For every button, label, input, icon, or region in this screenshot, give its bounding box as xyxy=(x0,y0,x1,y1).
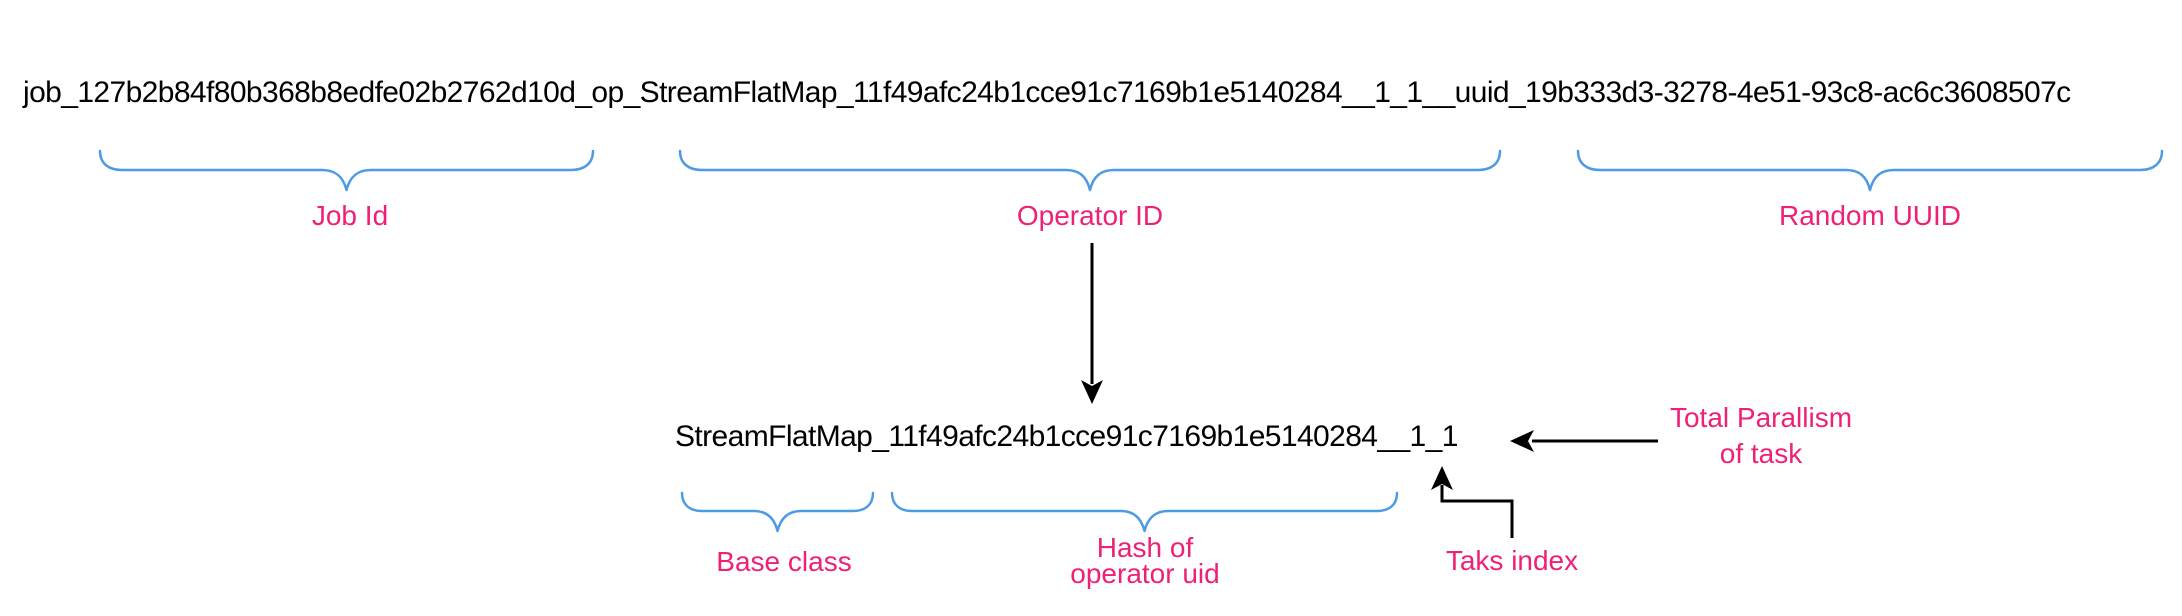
operator-id-label: Operator ID xyxy=(1016,200,1164,231)
job-id-label: Job Id xyxy=(311,200,389,231)
total-parallelism-left-arrow xyxy=(1510,430,1658,452)
hash-of-operator-uid-brace xyxy=(890,491,1399,533)
operator-id-down-arrow xyxy=(1081,243,1103,404)
base-class-label: Base class xyxy=(716,546,852,577)
base-class-brace xyxy=(680,491,875,533)
random-uuid-label: Random UUID xyxy=(1778,200,1962,231)
operator-task-string: StreamFlatMap_11f49afc24b1cce91c7169b1e5… xyxy=(675,420,1458,453)
random-uuid-brace xyxy=(1576,149,2164,192)
task-index-elbow-arrow xyxy=(1431,466,1514,538)
hash-of-operator-uid-label: Hash of operator uid xyxy=(1070,532,1220,589)
operator-id-brace xyxy=(678,149,1502,192)
full-job-id-string: job_127b2b84f80b368b8edfe02b2762d10d_op_… xyxy=(23,76,2071,109)
total-parallelism-label: Total Parallism of task xyxy=(1669,402,1853,469)
task-index-label: Taks index xyxy=(1445,545,1579,576)
job-id-brace xyxy=(98,149,595,192)
